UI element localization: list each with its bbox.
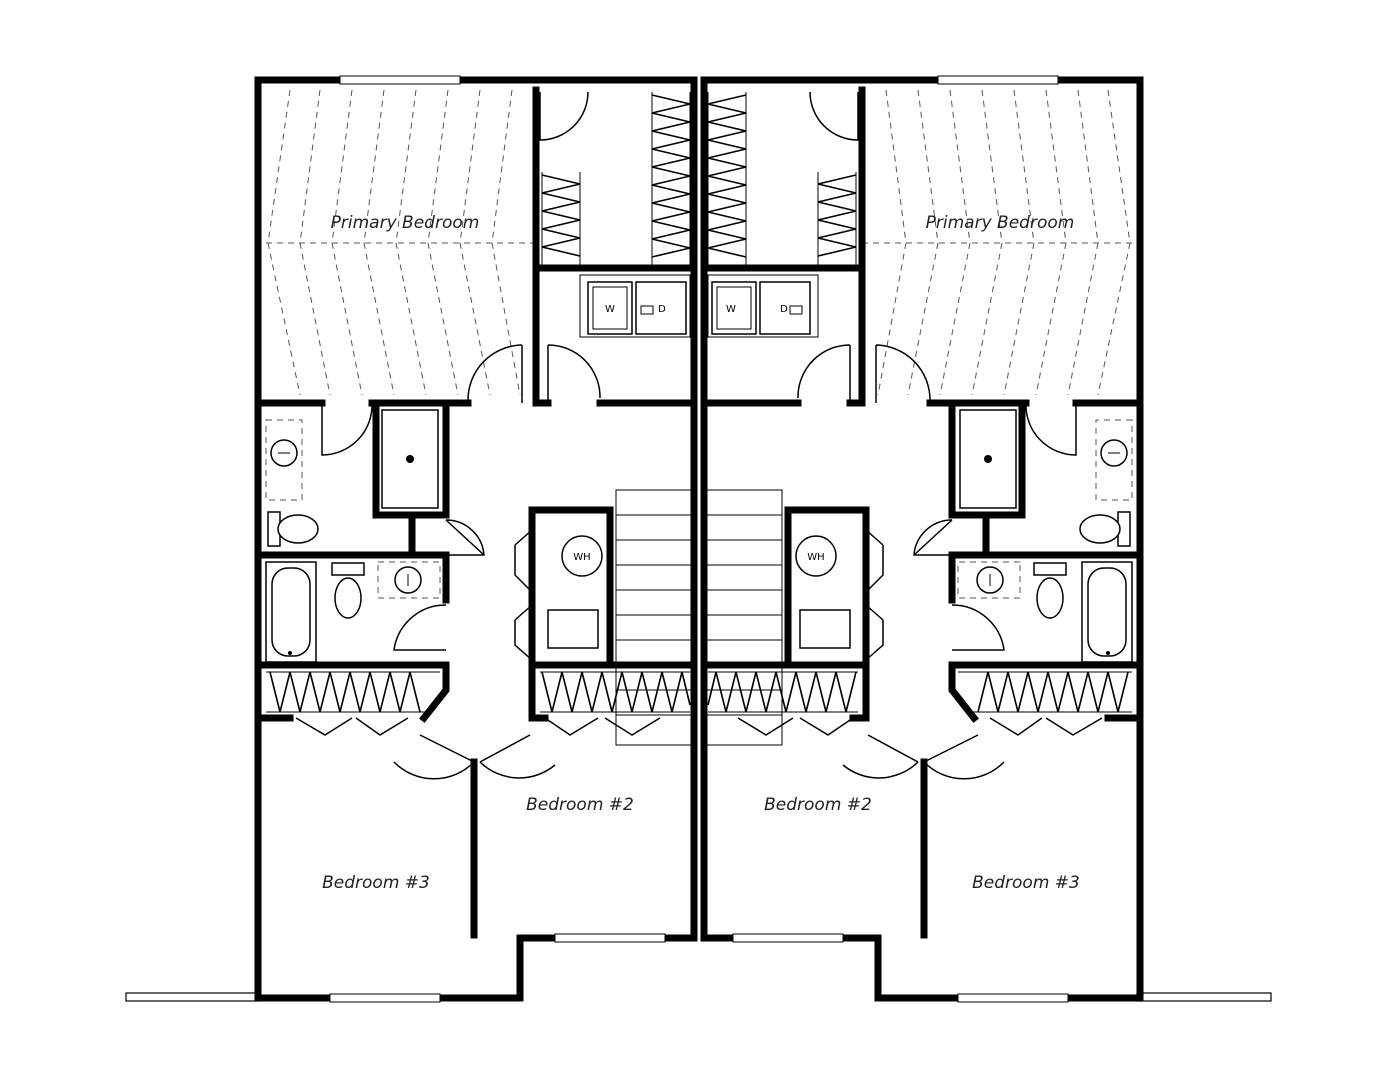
laundry-counter	[707, 274, 819, 338]
door-swing	[295, 91, 661, 780]
unit-left: W D	[254, 75, 698, 1003]
toilet	[267, 511, 319, 547]
toilet	[1079, 511, 1131, 547]
dryer	[759, 281, 811, 335]
sink	[1095, 419, 1133, 501]
toilet	[331, 562, 365, 619]
vaulted-ceiling-lines	[863, 89, 1132, 396]
furnace	[799, 609, 851, 649]
bathtub	[265, 561, 317, 663]
washer: W	[587, 281, 633, 335]
bathtub	[1081, 561, 1133, 663]
closet-rod	[707, 92, 857, 265]
unit-right	[700, 75, 1144, 1003]
window	[732, 75, 1069, 1003]
door-swing	[737, 91, 1103, 780]
water-heater-label: WH	[573, 552, 590, 563]
water-heater: WH	[561, 535, 603, 577]
washer	[711, 281, 757, 335]
room-label-bedroom-2: Bedroom #2	[764, 795, 872, 815]
room-label-bedroom-2: Bedroom #2	[526, 795, 634, 815]
washer-label: W	[605, 304, 615, 315]
room-label-primary-bedroom: Primary Bedroom	[926, 213, 1075, 233]
furnace	[547, 609, 599, 649]
room-label-bedroom-3: Bedroom #3	[972, 873, 1080, 893]
dryer-label: D	[658, 304, 666, 315]
room-label-bedroom-3: Bedroom #3	[322, 873, 430, 893]
stair	[705, 489, 783, 746]
washer-label: W	[726, 304, 736, 315]
sink	[377, 561, 441, 599]
sink	[957, 561, 1021, 599]
closet-rod	[541, 92, 691, 265]
unit-right-labels: W D WH Primary Bedroom Bedroom #2 Bedroo…	[726, 213, 1080, 893]
shower	[959, 409, 1017, 509]
toilet	[1033, 562, 1067, 619]
water-heater-label: WH	[807, 552, 824, 563]
closet-rod	[266, 671, 691, 713]
dryer: D	[635, 281, 687, 335]
window	[329, 75, 666, 1003]
dryer-label: D	[780, 304, 788, 315]
closet-rod	[707, 671, 1132, 713]
vaulted-ceiling-lines	[266, 89, 535, 396]
water-heater	[795, 535, 837, 577]
sink	[265, 419, 303, 501]
laundry-counter	[579, 274, 691, 338]
shower	[381, 409, 439, 509]
room-label-primary-bedroom: Primary Bedroom	[331, 213, 480, 233]
